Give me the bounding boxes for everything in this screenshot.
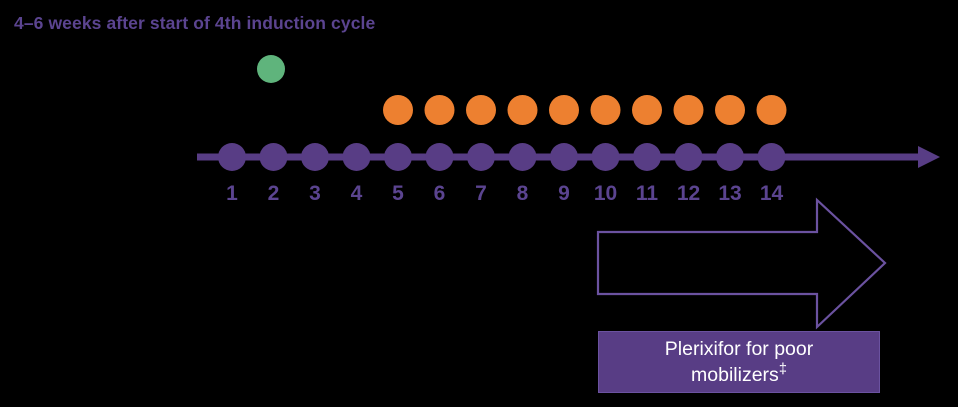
week-node-9 [550, 143, 578, 171]
week-label-7: 7 [475, 182, 487, 205]
timeline-axis-arrowhead [918, 146, 940, 168]
week-label-2: 2 [267, 182, 280, 205]
week-label-4: 4 [350, 182, 363, 205]
week-node-3 [301, 143, 329, 171]
week-label-12: 12 [676, 182, 701, 205]
orange-marker-week-14 [756, 95, 787, 125]
week-node-4 [342, 143, 371, 171]
week-label-10: 10 [593, 182, 618, 205]
page-title: 4–6 weeks after start of 4th induction c… [14, 13, 376, 33]
week-node-1 [218, 143, 246, 171]
plerixifor-window-arrow-outline [596, 197, 887, 330]
orange-marker-week-12 [673, 95, 704, 125]
banner-line-2: mobilizers [691, 364, 779, 386]
week-label-8: 8 [516, 182, 529, 205]
green-marker-week-2 [257, 55, 285, 83]
week-node-10 [591, 143, 620, 171]
week-node-13 [716, 143, 744, 171]
week-node-11 [633, 143, 661, 171]
week-node-7 [467, 143, 495, 171]
week-label-13: 13 [718, 182, 742, 205]
week-label-1: 1 [226, 182, 238, 205]
week-node-6 [425, 143, 454, 171]
orange-marker-week-6 [424, 95, 455, 125]
banner-footnote-marker: ‡ [778, 361, 787, 378]
timeline-nodes-group [218, 143, 786, 171]
week-node-12 [674, 143, 703, 171]
green-marker-group [257, 55, 285, 83]
orange-markers-group [383, 95, 787, 125]
week-label-11: 11 [635, 182, 659, 205]
week-node-14 [757, 143, 786, 171]
week-label-9: 9 [558, 182, 570, 205]
orange-marker-week-7 [466, 95, 496, 125]
week-node-8 [508, 143, 537, 171]
banner-line-1: Plerixifor for poor [664, 337, 814, 360]
week-label-3: 3 [309, 182, 321, 205]
outline-arrow-group [596, 197, 887, 330]
orange-marker-week-13 [715, 95, 745, 125]
week-label-5: 5 [392, 182, 404, 205]
orange-marker-week-9 [549, 95, 579, 125]
plerixifor-banner: Plerixifor for poor mobilizers‡ [598, 331, 880, 393]
week-label-6: 6 [433, 182, 446, 205]
orange-marker-week-11 [632, 95, 662, 125]
orange-marker-week-8 [507, 95, 538, 125]
week-node-2 [259, 143, 288, 171]
week-node-5 [384, 143, 412, 171]
orange-marker-week-5 [383, 95, 413, 125]
week-label-14: 14 [759, 182, 784, 205]
orange-marker-week-10 [590, 95, 621, 125]
